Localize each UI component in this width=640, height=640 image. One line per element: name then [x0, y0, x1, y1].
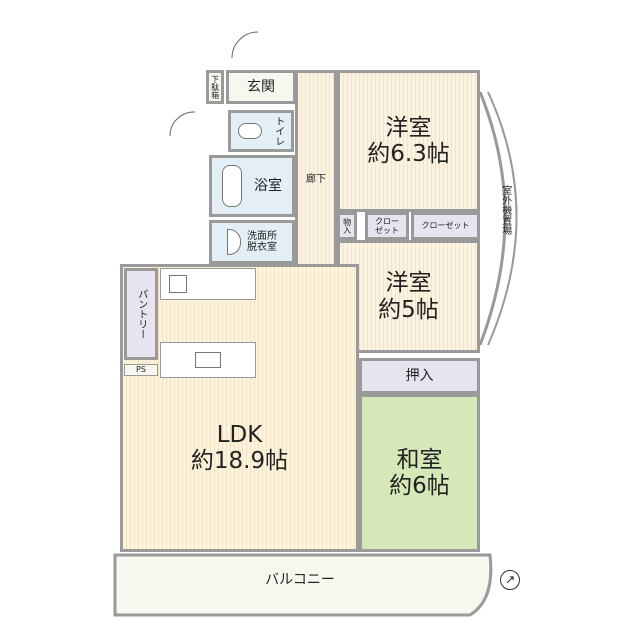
balcony: バルコニー — [265, 571, 335, 588]
entrance: 玄関 — [226, 70, 296, 104]
sink-icon — [195, 352, 221, 368]
pantry: パントリー — [124, 268, 158, 360]
sink-icon — [227, 229, 241, 255]
kitchen-island — [160, 342, 256, 378]
toilet-room: トイレ — [228, 110, 294, 152]
shoe-box: 下駄箱 — [206, 70, 224, 104]
kitchen-counter — [160, 268, 256, 300]
toilet-icon — [238, 123, 263, 139]
ps: PS — [124, 364, 158, 376]
outdoor-unit-space: 室外機置場 — [499, 185, 511, 235]
washroom: 洗面所 脱衣室 — [209, 220, 295, 264]
closet-1: クロー ゼット — [365, 212, 409, 240]
bathtub-icon — [222, 165, 242, 207]
stove-icon — [169, 275, 187, 293]
oshiire: 押入 — [359, 358, 480, 394]
closet-2: クローゼット — [411, 212, 480, 240]
storage-1: 物入 — [337, 212, 357, 240]
hallway: 廊下 — [295, 70, 337, 290]
japanese-room: 和室約6帖 — [359, 394, 480, 552]
western-room-2: 洋室約5帖 — [337, 240, 480, 353]
bathroom: 浴室 — [209, 155, 295, 217]
western-room-1: 洋室約6.3帖 — [337, 70, 480, 212]
